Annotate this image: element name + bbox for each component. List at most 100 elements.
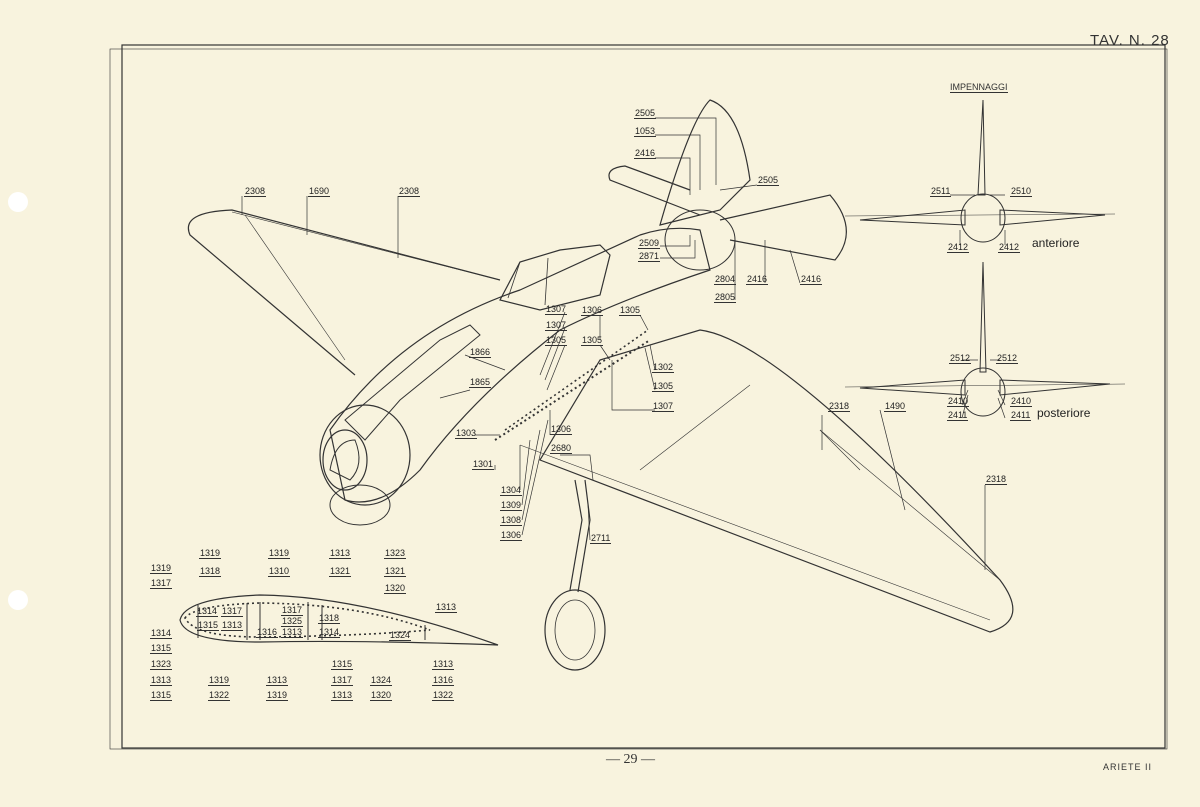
left-wing	[187, 209, 501, 376]
part-label: 1304	[500, 485, 523, 496]
part-label: 1314	[150, 628, 173, 639]
part-label: 1307	[545, 304, 568, 315]
left-wing-lines	[231, 211, 501, 361]
part-label: 1319	[199, 548, 222, 559]
binder-hole	[8, 590, 28, 610]
part-label: 1303	[455, 428, 478, 439]
part-label: 1315	[331, 659, 354, 670]
part-label: 1313	[432, 659, 455, 670]
aileron	[819, 429, 1001, 581]
part-label: 2680	[550, 443, 573, 454]
drawing-frame-inner	[109, 48, 1168, 750]
airfoil-rivets	[184, 602, 431, 638]
page-number: — 29 —	[606, 752, 655, 767]
part-label: 2804	[714, 274, 737, 285]
part-label: 1308	[500, 515, 523, 526]
rear-fuselage-section	[960, 367, 1006, 417]
part-label: 1317	[281, 605, 304, 616]
part-label: 1313	[329, 548, 352, 559]
part-label: 2412	[998, 242, 1021, 253]
part-label: 1866	[469, 347, 492, 358]
spar-rivets	[494, 339, 651, 441]
part-label: 2308	[398, 186, 421, 197]
part-label: 1320	[370, 690, 393, 701]
front-view-label: anteriore	[1032, 236, 1080, 250]
part-label: 1313	[331, 690, 354, 701]
part-label: 1317	[150, 578, 173, 589]
drawing-frame	[121, 44, 1166, 749]
part-label: 2410	[1010, 396, 1033, 407]
spar-rivets-2	[504, 329, 649, 431]
part-label: 1305	[619, 305, 642, 316]
part-label: 1323	[150, 659, 173, 670]
part-label: 1314	[196, 606, 219, 617]
binder-hole	[8, 192, 28, 212]
main-wheel	[544, 589, 606, 671]
part-label: 1301	[472, 459, 495, 470]
part-label: 1307	[545, 320, 568, 331]
rear-fin	[979, 261, 987, 373]
rear-center-line	[844, 383, 1126, 388]
cowling-scoop	[344, 324, 481, 441]
part-label: 1313	[150, 675, 173, 686]
part-label: 1314	[318, 627, 341, 638]
part-label: 1321	[384, 566, 407, 577]
empennage-title: IMPENNAGGI	[950, 82, 1008, 93]
left-stabilizer	[608, 165, 701, 216]
landing-gear-strut	[569, 479, 591, 593]
tail-cone	[664, 209, 736, 271]
airfoil-section	[179, 594, 499, 646]
part-label: 2512	[996, 353, 1019, 364]
part-label: 1322	[432, 690, 455, 701]
part-label: 1306	[500, 530, 523, 541]
part-label: 1324	[370, 675, 393, 686]
engine-cowling	[319, 404, 411, 506]
front-stabilizer	[859, 209, 1106, 226]
part-label: 1322	[208, 690, 231, 701]
part-label: 2318	[985, 474, 1008, 485]
part-label: 1317	[331, 675, 354, 686]
part-label: 2416	[800, 274, 823, 285]
part-label: 2416	[634, 148, 657, 159]
part-label: 2511	[930, 186, 952, 197]
part-label: 1490	[884, 401, 907, 412]
part-label: 1320	[384, 583, 407, 594]
part-label: 2416	[746, 274, 769, 285]
right-wing-lines	[519, 384, 991, 621]
part-label: 1323	[384, 548, 407, 559]
leader-lines	[241, 117, 1006, 570]
part-label: 1309	[500, 500, 523, 511]
front-center-line	[844, 213, 1116, 217]
rear-stabilizer	[859, 379, 1111, 396]
right-wing	[539, 329, 1014, 633]
part-label: 1313	[281, 627, 304, 638]
part-label: 2318	[828, 401, 851, 412]
part-label: 1315	[150, 643, 173, 654]
part-label: 2505	[634, 108, 657, 119]
part-label: 1321	[329, 566, 352, 577]
part-label: 2505	[757, 175, 780, 186]
cowling-intake	[322, 429, 368, 491]
wheel-hub	[554, 599, 596, 661]
part-label: 1313	[435, 602, 458, 613]
part-label: 1319	[266, 690, 289, 701]
part-label: 1313	[266, 675, 289, 686]
part-label: 2412	[947, 242, 970, 253]
part-label: 1690	[308, 186, 331, 197]
vertical-fin	[659, 99, 751, 226]
front-fin	[977, 99, 986, 196]
part-label: 1319	[268, 548, 291, 559]
part-label: 1316	[256, 627, 279, 638]
part-label: 1318	[199, 566, 222, 577]
airfoil-spars	[197, 602, 426, 640]
part-label: 2711	[590, 533, 612, 544]
part-label: 2510	[1010, 186, 1033, 197]
part-label: 1305	[652, 381, 675, 392]
part-label: 1313	[221, 620, 244, 631]
part-label: 2308	[244, 186, 267, 197]
part-label: 1302	[652, 362, 675, 373]
part-label: 1865	[469, 377, 492, 388]
part-label: 1305	[545, 335, 568, 346]
part-label: 1325	[281, 616, 304, 627]
